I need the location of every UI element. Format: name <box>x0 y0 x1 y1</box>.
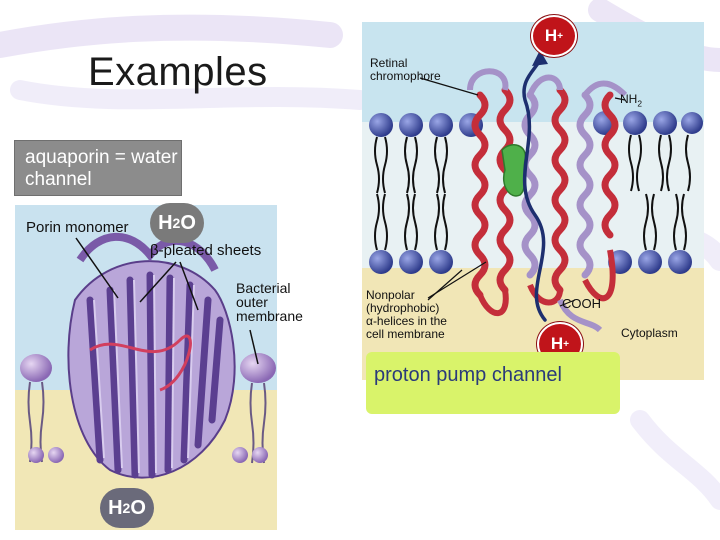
proton-pump-box <box>366 352 620 414</box>
h2o-bottom-sub: 2 <box>122 500 131 516</box>
bacterial-membrane-label: Bacterial outer membrane <box>236 281 326 323</box>
beta-pleated-label: β-pleated sheets <box>150 242 261 259</box>
beta-text: -pleated sheets <box>158 242 262 259</box>
lipid-tails <box>374 134 691 251</box>
porin-panel <box>15 205 277 530</box>
h2o-bottom-o: O <box>130 496 146 519</box>
nh2-sub: 2 <box>637 98 643 109</box>
nh2-label: NH2 <box>620 92 642 108</box>
porin-pointer-lines <box>75 237 259 365</box>
h2o-top-sub: 2 <box>172 215 181 231</box>
hplus-top-sup: + <box>557 30 564 42</box>
proton-path-arrow <box>522 58 547 322</box>
hplus-bottom-sup: + <box>563 338 570 350</box>
h2o-top-h: H <box>158 211 173 234</box>
nonpolar-line3-text: -helices in the <box>372 314 447 328</box>
hplus-top-h: H <box>544 26 558 45</box>
cooh-label: COOH <box>562 296 601 311</box>
porin-lipid-bilayer <box>20 353 276 464</box>
nonpolar-line2: (hydrophobic) <box>366 301 440 315</box>
nonpolar-helices-label: Nonpolar (hydrophobic) α-helices in the … <box>366 289 447 341</box>
nonpolar-line1: Nonpolar <box>366 288 415 302</box>
porin-beta-barrel <box>67 232 236 479</box>
alpha-helices <box>471 86 619 299</box>
nonpolar-line4: cell membrane <box>366 327 445 341</box>
hplus-bottom-h: H <box>550 334 564 353</box>
beta-symbol: β <box>150 242 159 259</box>
alpha-symbol: α <box>366 314 373 328</box>
cytoplasm-label: Cytoplasm <box>621 326 678 340</box>
h2o-bottom-h: H <box>108 496 123 519</box>
nonpolar-line3: α-helices in the <box>366 315 447 328</box>
hplus-badge-top: H+ <box>531 15 577 57</box>
slide-title: Examples <box>88 50 268 94</box>
proton-pump-panel <box>362 22 704 380</box>
h2o-top-o: O <box>180 211 196 234</box>
retinal-chromophore-label: Retinal chromophore <box>370 57 470 83</box>
retinal-text: Retinal chromophore <box>370 56 441 83</box>
retinal-chromophore <box>501 144 527 197</box>
aquaporin-label-box: aquaporin = water channel <box>14 140 182 196</box>
membrane-heads-bottom <box>369 250 692 274</box>
bacterial-membrane-text: Bacterial outer membrane <box>236 280 303 324</box>
aquaporin-label: aquaporin = water channel <box>25 147 178 190</box>
porin-monomer-label: Porin monomer <box>26 219 129 236</box>
nh2-main: NH <box>620 92 638 106</box>
proton-pump-label: proton pump channel <box>374 364 562 386</box>
